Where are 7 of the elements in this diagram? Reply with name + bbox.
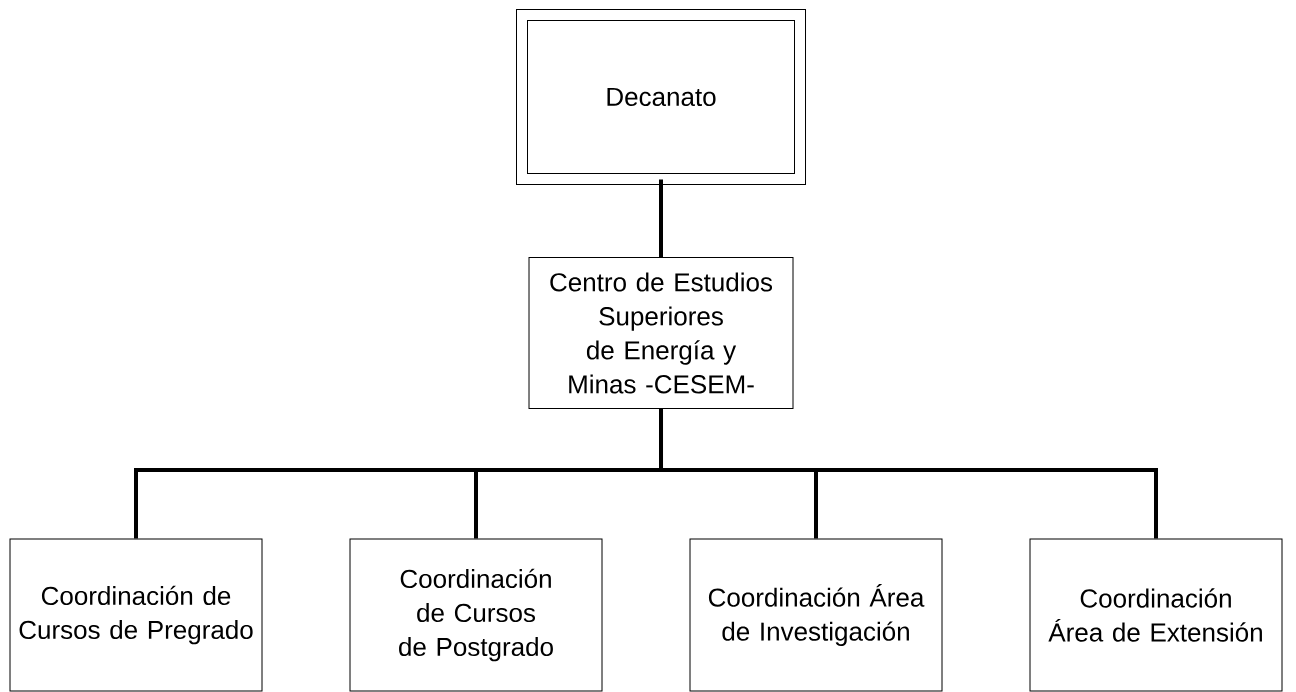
org-box: Coordinación de Cursos de Pregrado — [9, 538, 263, 692]
org-box: Coordinación Área de Investigación — [689, 538, 943, 692]
org-box: Coordinación Área de Extensión — [1029, 538, 1283, 692]
title-box: Decanato — [516, 9, 806, 185]
connector-line — [659, 179, 663, 257]
org-box: Coordinación de Cursos de Postgrado — [349, 538, 603, 692]
org-box: Centro de Estudios Superiores de Energía y Minas -CESEM- — [528, 257, 794, 409]
